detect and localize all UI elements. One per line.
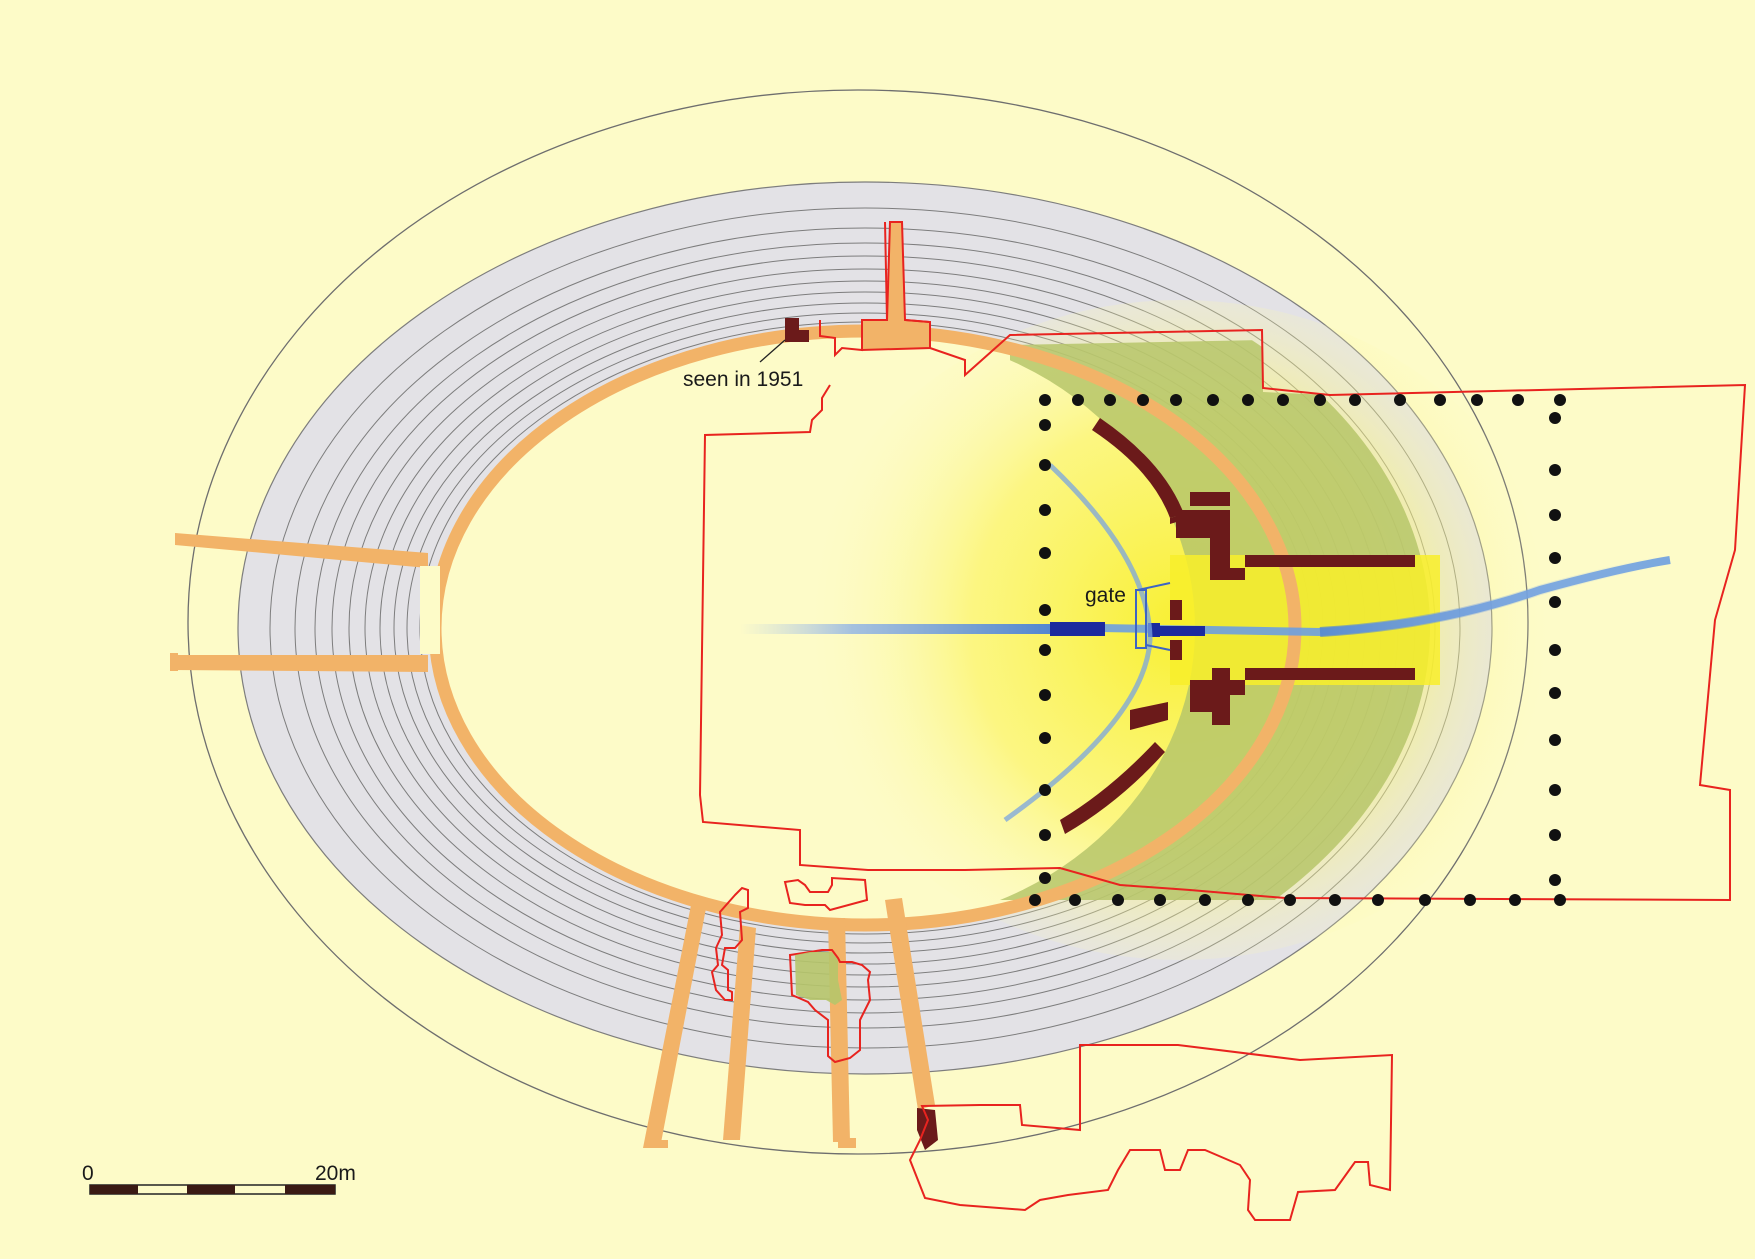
drain-channel xyxy=(740,463,1671,823)
scale-start-label: 0 xyxy=(82,1162,94,1185)
west-entrance xyxy=(170,533,428,672)
south-excavated-area xyxy=(795,952,842,1005)
seen-1951-label: seen in 1951 xyxy=(683,368,803,391)
seen-1951-leader xyxy=(759,339,786,363)
excavated-walls xyxy=(785,318,1415,1150)
scale-bar: 0 20m xyxy=(82,1162,356,1195)
west-entrance-gap xyxy=(420,566,440,654)
post-holes xyxy=(1029,394,1566,906)
gate xyxy=(1135,582,1171,651)
gate-label: gate xyxy=(1085,584,1126,607)
scale-end-label: 20m xyxy=(315,1162,356,1185)
excavated-seating xyxy=(940,330,1430,900)
